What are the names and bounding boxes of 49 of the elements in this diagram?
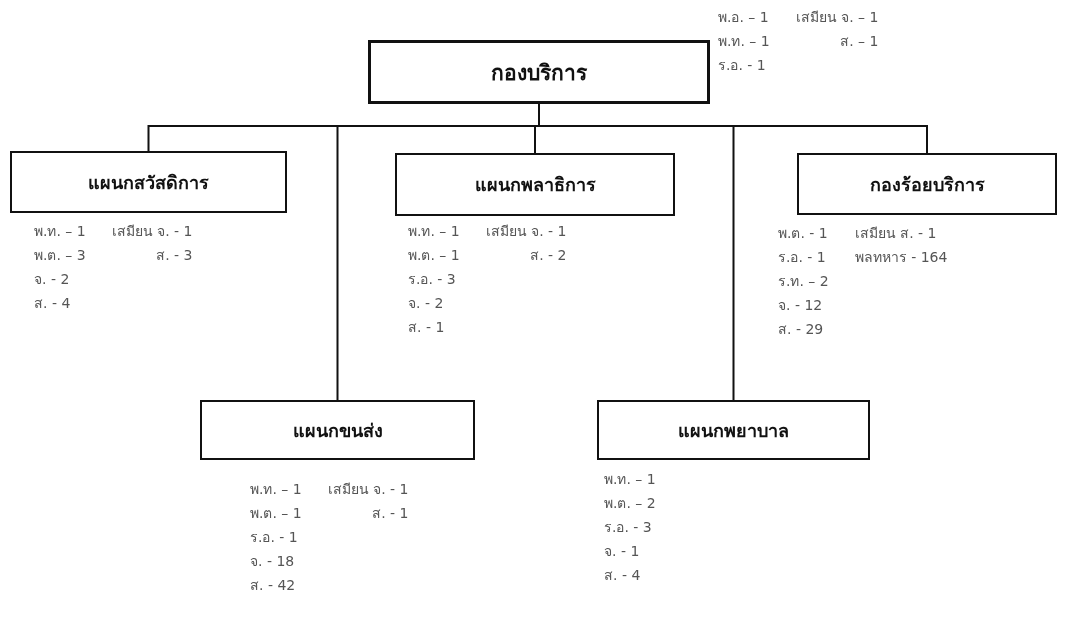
org-unit-box — [797, 153, 1057, 215]
staff-count: ส. – 1 — [840, 32, 879, 50]
staff-count: จ. - 2 — [34, 270, 70, 288]
staff-count: ส. - 1 — [408, 318, 445, 336]
staff-count: ส. - 3 — [156, 246, 193, 264]
staff-count: ร.อ. - 3 — [604, 518, 652, 536]
staff-count: ส. - 42 — [250, 576, 296, 594]
org-unit-box — [10, 151, 287, 213]
staff-count: พ.อ. – 1 — [718, 8, 769, 26]
org-unit-box — [368, 40, 710, 104]
staff-count: พ.ท. – 1 — [604, 470, 656, 488]
staff-count: เสมียน จ. - 1 — [327, 480, 409, 498]
unit-name: กองบริการ — [491, 59, 587, 87]
unit-name: แผนกขนส่ง — [292, 418, 383, 443]
staff-count: ร.อ. - 1 — [718, 56, 766, 74]
staff-count: พ.ต. – 2 — [604, 494, 656, 512]
staff-count: เสมียน จ. - 1 — [485, 222, 567, 240]
staff-count: จ. - 12 — [778, 296, 823, 314]
staff-count: ส. - 2 — [530, 246, 567, 264]
staff-count: พ.ต. – 1 — [408, 246, 460, 264]
staff-count: พ.ท. – 1 — [408, 222, 460, 240]
unit-name: แผนกพลาธิการ — [474, 173, 596, 197]
org-unit-box — [200, 400, 475, 460]
staff-count: เสมียน ส. - 1 — [854, 224, 937, 242]
org-unit-box — [597, 400, 870, 460]
staff-count: ส. - 29 — [778, 320, 824, 338]
staff-count: พ.ท. – 1 — [250, 480, 302, 498]
staff-count: พลทหาร - 164 — [854, 248, 948, 266]
staff-count: พ.ท. – 1 — [718, 32, 770, 50]
staff-count: ร.อ. - 1 — [250, 528, 298, 546]
staff-count: ร.อ. - 1 — [778, 248, 826, 266]
staff-count: จ. - 18 — [250, 552, 295, 570]
staff-count: ส. - 1 — [372, 504, 409, 522]
unit-name: แผนกสวัสดิการ — [88, 170, 209, 195]
staff-count: เสมียน จ. – 1 — [795, 8, 879, 26]
staff-count: ส. - 4 — [604, 566, 641, 584]
unit-name: กองร้อยบริการ — [869, 172, 985, 197]
staff-count: พ.ต. - 1 — [778, 224, 828, 242]
org-unit-box — [395, 153, 675, 216]
unit-name: แผนกพยาบาล — [678, 418, 789, 443]
staff-count: พ.ต. – 3 — [34, 246, 86, 264]
staff-count: ร.อ. - 3 — [408, 270, 456, 288]
staff-count: เสมียน จ. - 1 — [111, 222, 193, 240]
staff-count: ส. - 4 — [34, 294, 71, 312]
staff-count: จ. - 1 — [604, 542, 640, 560]
staff-count: จ. - 2 — [408, 294, 444, 312]
staff-count: พ.ต. – 1 — [250, 504, 302, 522]
staff-count: พ.ท. – 1 — [34, 222, 86, 240]
staff-count: ร.ท. – 2 — [778, 272, 829, 290]
